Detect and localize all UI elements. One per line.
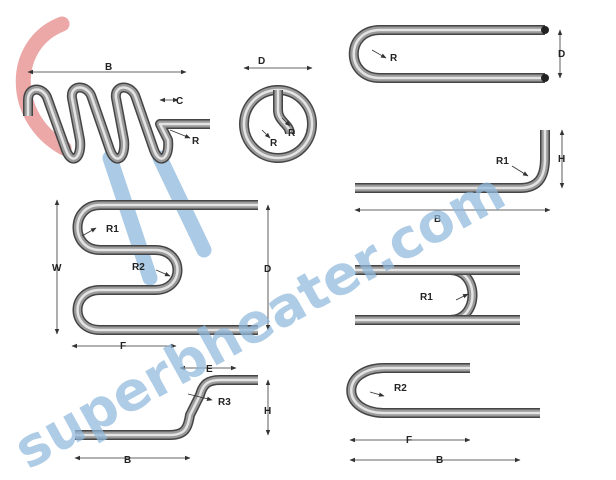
j-bend-length-label: B [434, 214, 441, 225]
j-bend-height-label: H [558, 154, 565, 165]
coil-radius-leader [169, 129, 191, 139]
serpentine-radius-2-label: R2 [132, 262, 145, 273]
serpentine-pitch-label: F [120, 341, 126, 352]
u-open-radius-label: R2 [394, 383, 407, 394]
s-offset-height-label: H [264, 406, 271, 417]
s-offset-radius-label: R3 [218, 397, 231, 408]
tube-body [74, 201, 232, 334]
coil-length-label: B [105, 62, 112, 73]
hairpin-spacing-label: D [558, 49, 565, 60]
coil-pitch-label: C [176, 96, 183, 107]
u-open-shape [346, 363, 540, 418]
serpentine-shape [72, 200, 258, 335]
u-open-length-label: B [436, 455, 443, 466]
u-offset-radius-leader [455, 293, 469, 301]
s-offset-radius-leader [187, 393, 213, 401]
j-bend-radius-label: R1 [496, 156, 509, 167]
serpentine-spacing-label: D [264, 264, 271, 275]
hairpin-radius-leader [371, 49, 387, 59]
j-bend-shape [355, 130, 550, 193]
u-offset-radius-label: R1 [420, 292, 433, 303]
hairpin-radius-label: R [390, 53, 398, 64]
u-open-tube [350, 366, 520, 415]
u-open-radius-leader [369, 391, 385, 397]
hairpin-tube [352, 28, 545, 80]
serpentine-radius-1-label: R1 [106, 224, 119, 235]
coil-tube [26, 86, 186, 160]
j-bend-tube [355, 130, 547, 190]
s-offset-shape [75, 375, 258, 440]
watermark-logo-blue-bar [102, 150, 158, 286]
s-offset-offset-label: E [206, 364, 213, 375]
ring-radius-right-leader [281, 117, 291, 127]
u-open-leg-label: F [406, 435, 412, 446]
tube-body [347, 364, 520, 417]
tube-outline [348, 25, 545, 83]
hairpin-end-bottom [541, 74, 549, 82]
s-offset-length-label: B [124, 455, 131, 466]
ring-radius-left-leader [261, 129, 271, 139]
ring-shape [239, 85, 317, 163]
tube-outline [72, 200, 232, 335]
u-offset-shape [355, 265, 520, 325]
hairpin-shape [348, 25, 549, 83]
tube-outline [346, 363, 520, 418]
serpentine-radius-2-leader [155, 269, 171, 277]
ring-radius-right-label: R [288, 128, 296, 139]
serpentine-tube [76, 203, 232, 332]
j-bend-radius-leader [511, 165, 529, 177]
watermark-logo-red-arc [15, 16, 72, 156]
coil-radius-label: R [192, 136, 200, 147]
ring-diameter-label: D [258, 56, 265, 67]
s-offset-tube [75, 378, 236, 437]
coil-shape [23, 82, 210, 164]
hairpin-end-top [541, 26, 549, 34]
serpentine-width-label: W [52, 263, 62, 274]
tube-body [350, 26, 545, 82]
ring-inner-lead [276, 90, 292, 135]
serpentine-radius-1-leader [81, 227, 97, 237]
ring-radius-left-label: R [270, 138, 278, 149]
